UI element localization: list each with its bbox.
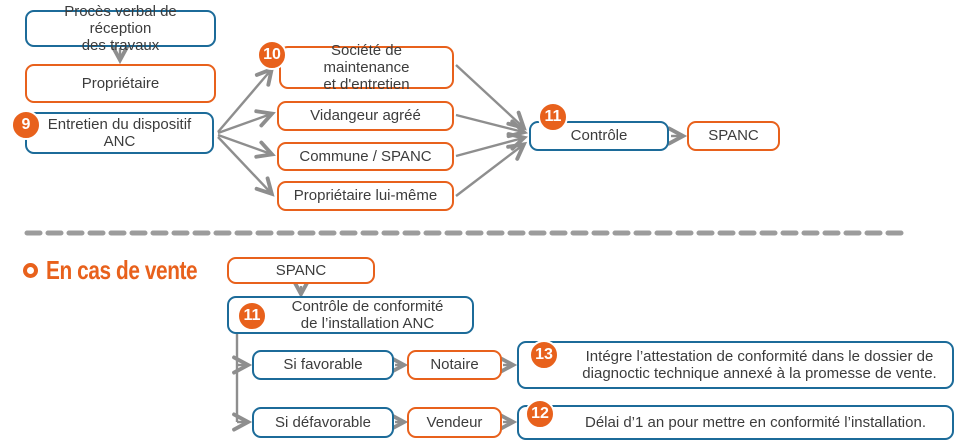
node-proprietaire: Propriétaire (25, 64, 216, 103)
node-societe-maintenance: 10 Société de maintenance et d'entretien (257, 40, 454, 93)
step-badge-9: 9 (11, 110, 41, 140)
node-vendeur: Vendeur (407, 407, 502, 438)
arrow-group (24, 44, 911, 432)
node-controle-label: Contrôle (570, 127, 628, 145)
step-badge-11-vente: 11 (237, 301, 267, 331)
node-delai-label: Délai d’1 an pour mettre en conformité l… (584, 413, 926, 431)
node-attestation-conformite: 13 Intégre l’attestation de conformité d… (517, 340, 954, 389)
bullet-ring-icon (23, 263, 38, 278)
node-si-defavorable: Si défavorable (252, 407, 394, 438)
section-heading-label: En cas de vente (46, 255, 198, 285)
node-attestation-label: Intégre l’attestation de conformité dans… (582, 347, 937, 382)
node-notaire: Notaire (407, 350, 502, 380)
node-proces-verbal: Procès verbal de réception des travaux (25, 3, 216, 54)
node-controle-conformite-label: Contrôle de conformité de l’installation… (291, 297, 444, 332)
node-vidangeur-agree: Vidangeur agréé (277, 101, 454, 131)
node-spanc: SPANC (687, 121, 780, 151)
node-delai-conformite: 12 Délai d’1 an pour mettre en conformit… (517, 399, 954, 440)
section-heading-en-cas-de-vente: En cas de vente (23, 255, 235, 286)
node-si-favorable: Si favorable (252, 350, 394, 380)
node-commune-spanc: Commune / SPANC (277, 142, 454, 171)
node-controle: 11 Contrôle (529, 102, 669, 151)
step-badge-10: 10 (257, 40, 287, 70)
step-badge-12: 12 (525, 399, 555, 429)
node-controle-conformite: 11 Contrôle de conformité de l’installat… (227, 296, 474, 334)
node-spanc-vente: SPANC (227, 257, 375, 284)
node-societe-label: Société de maintenance et d'entretien (323, 41, 410, 94)
node-entretien-label: Entretien du dispositif ANC (47, 115, 192, 150)
node-proprietaire-lui-meme: Propriétaire lui-même (277, 181, 454, 211)
step-badge-11: 11 (538, 102, 568, 132)
node-entretien-dispositif-anc: 9 Entretien du dispositif ANC (11, 110, 214, 154)
step-badge-13: 13 (529, 340, 559, 370)
